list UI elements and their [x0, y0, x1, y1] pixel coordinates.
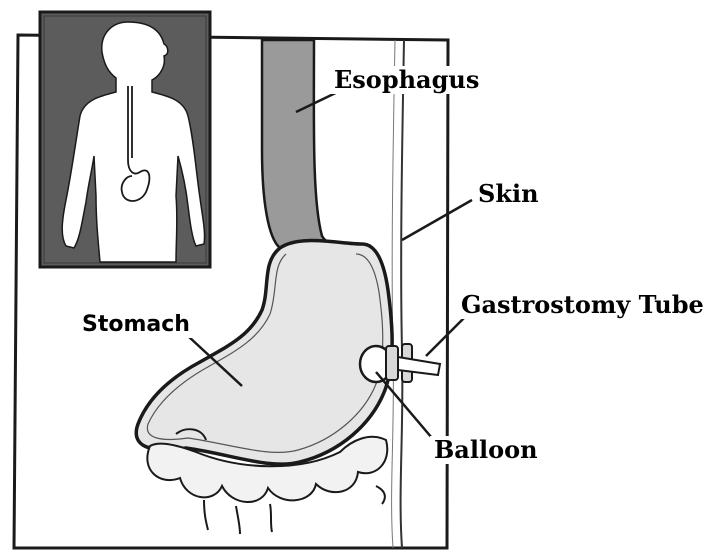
gastrostomy-tube-label: Gastrostomy Tube: [457, 291, 708, 319]
balloon-label: Balloon: [430, 436, 542, 464]
esophagus-label: Esophagus: [330, 66, 483, 94]
skin-label: Skin: [474, 180, 543, 208]
inset-panel: [40, 12, 210, 267]
stomach-label: Stomach: [78, 312, 194, 338]
